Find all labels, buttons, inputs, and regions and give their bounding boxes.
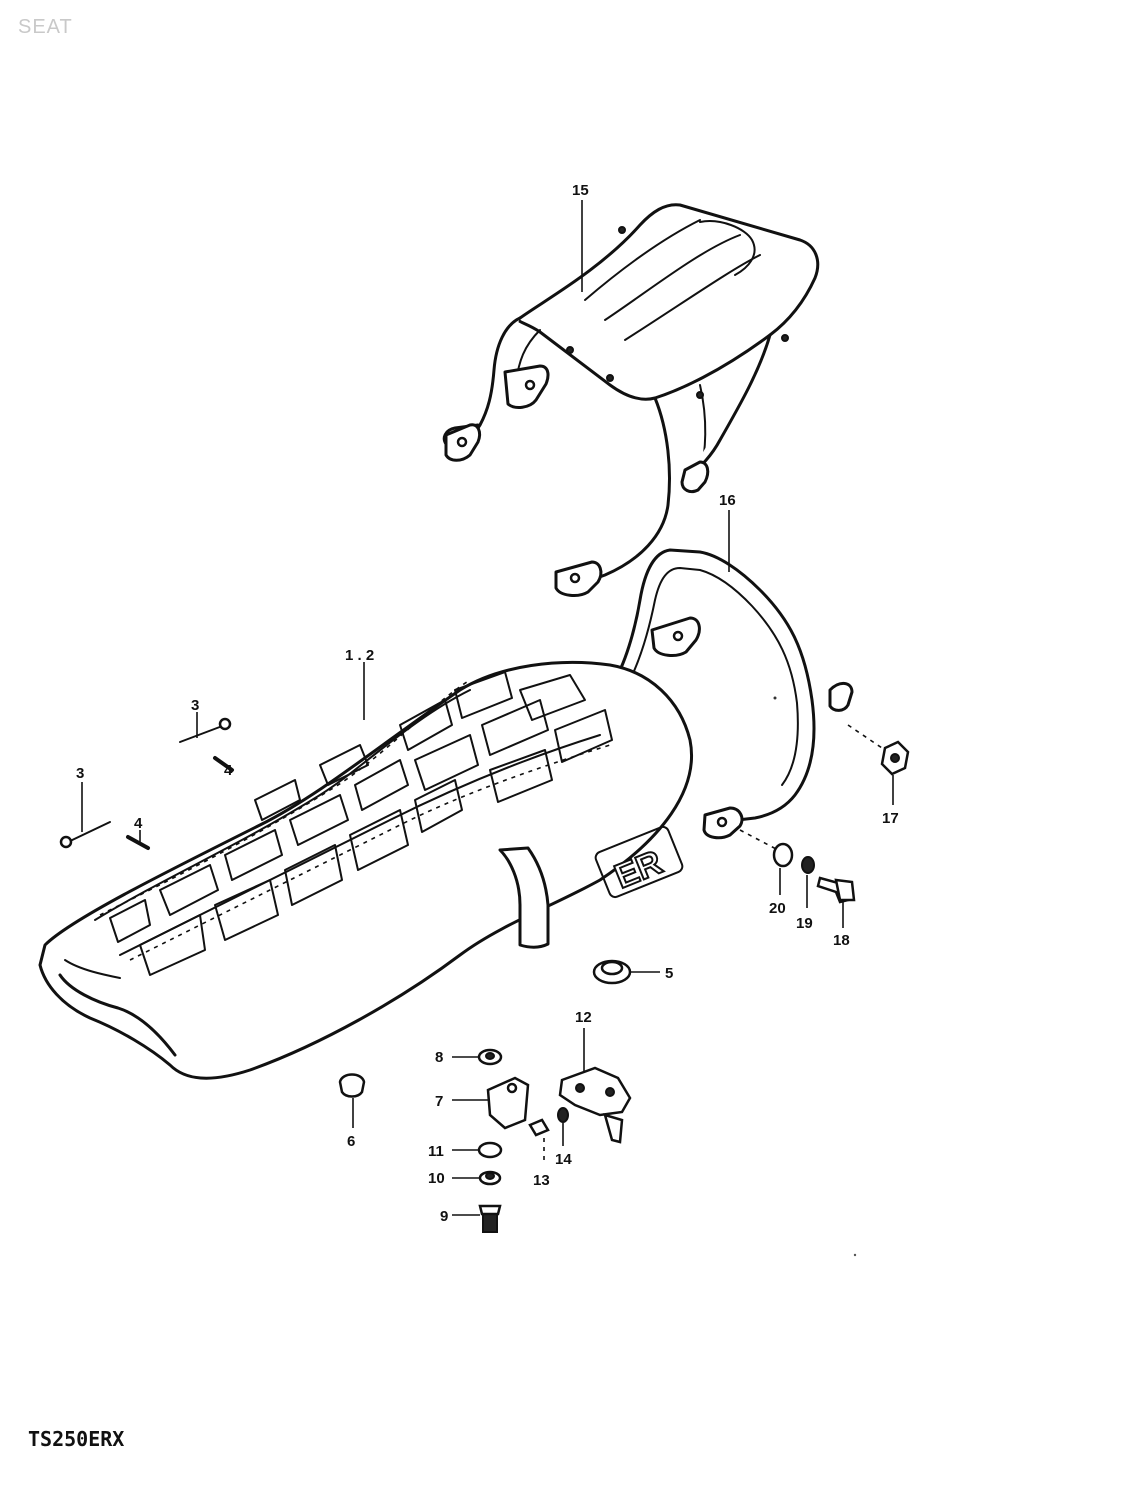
washer-14	[557, 1107, 569, 1123]
callout-4b: 4	[134, 815, 143, 832]
washer-11	[477, 1141, 503, 1159]
cushion-6	[338, 1073, 366, 1098]
callout-10: 10	[428, 1170, 445, 1187]
pin-4a	[213, 756, 234, 772]
callout-15: 15	[572, 182, 589, 199]
callout-19: 19	[796, 915, 813, 932]
callout-20: 20	[769, 900, 786, 917]
bolt-3b	[59, 821, 111, 849]
callout-17: 17	[882, 810, 899, 827]
section-title: SEAT	[18, 16, 73, 38]
callout-5: 5	[665, 965, 673, 982]
rear-carrier	[442, 203, 820, 597]
bolt-3a	[179, 717, 232, 743]
callout-12: 12	[575, 1009, 592, 1026]
bolt-9	[478, 1204, 502, 1233]
nut-8	[477, 1048, 503, 1066]
seat-lock-12	[558, 1066, 632, 1144]
screw-13	[528, 1118, 550, 1137]
callout-1-2: 1 . 2	[345, 647, 374, 664]
callout-14: 14	[555, 1151, 572, 1168]
callout-3b: 3	[76, 765, 84, 782]
callout-4a: 4	[224, 762, 233, 779]
grommet-5	[592, 959, 632, 985]
callout-18: 18	[833, 932, 850, 949]
washer-19	[801, 856, 815, 874]
bolt-18	[816, 876, 856, 904]
rear-cushion-quilting	[399, 671, 613, 803]
callout-9: 9	[440, 1208, 448, 1225]
washer-10	[478, 1170, 502, 1186]
seat-assembly: ER	[38, 660, 693, 1080]
callout-3a: 3	[191, 697, 199, 714]
callout-13: 13	[533, 1172, 550, 1189]
callout-8: 8	[435, 1049, 443, 1066]
callout-7: 7	[435, 1093, 443, 1110]
callout-labels: 15 16 1 . 2 3 4 3 4 17 20 19 18 5 12 8 7…	[76, 182, 899, 1225]
nut-17	[880, 740, 910, 776]
leader-lines	[81, 200, 894, 1216]
front-cushion-quilting	[109, 744, 463, 976]
callout-6: 6	[347, 1133, 355, 1150]
pin-4b	[126, 835, 150, 850]
collar-20	[772, 842, 794, 868]
model-code: TS250ERX	[28, 1427, 125, 1451]
callout-16: 16	[719, 492, 736, 509]
bracket-7	[486, 1076, 530, 1130]
callout-11: 11	[428, 1143, 444, 1160]
